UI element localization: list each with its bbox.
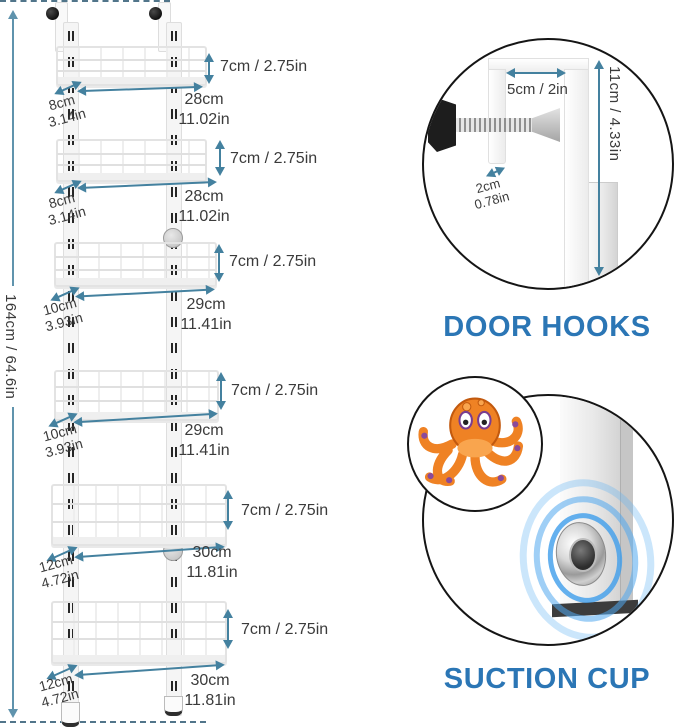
hook-width-label: 5cm / 2in xyxy=(507,81,568,98)
door-hooks-detail-circle: 5cm / 2in 2cm 0.78in 11cm / 4.33in xyxy=(422,38,674,290)
basket-5-height-label: 7cm / 2.75in xyxy=(241,502,329,519)
basket-5-width-label: 30cm 11.81in xyxy=(186,544,238,581)
basket-3-height-arrow xyxy=(214,244,224,282)
basket-6 xyxy=(51,601,227,664)
basket-6-height-label: 7cm / 2.75in xyxy=(241,621,329,638)
basket-5-height-arrow xyxy=(223,490,233,530)
basket-2 xyxy=(56,139,207,182)
door-hooks-title: DOOR HOOKS xyxy=(443,311,651,343)
total-height-label: 164cm / 64.6in xyxy=(1,286,20,408)
suction-cup-title: SUCTION CUP xyxy=(443,663,651,695)
top-reference-dashed-line xyxy=(0,0,170,2)
suction-cup-center xyxy=(569,538,597,572)
basket-4-height-arrow xyxy=(216,372,226,410)
door-edge-strip xyxy=(620,396,633,608)
screw-knob-icon xyxy=(428,98,456,152)
basket-2-width-label: 28cm 11.02in xyxy=(178,188,230,225)
octopus-icon xyxy=(418,397,524,487)
hook-knob-icon-right xyxy=(149,7,162,20)
octopus-callout-circle xyxy=(407,376,543,512)
basket-1 xyxy=(56,46,207,86)
basket-6-height-arrow xyxy=(223,609,233,649)
screw-tip-icon xyxy=(532,108,560,142)
basket-1-depth-label: 8cm 3.14in xyxy=(46,91,88,130)
hook-thickness-label: 2cm 0.78in xyxy=(472,175,511,212)
basket-4-height-label: 7cm / 2.75in xyxy=(231,382,319,399)
basket-2-depth-label: 8cm 3.14in xyxy=(46,189,88,228)
basket-3-height-label: 7cm / 2.75in xyxy=(229,253,317,270)
basket-4 xyxy=(54,370,219,421)
basket-6-width-label: 30cm 11.81in xyxy=(184,672,236,709)
basket-3 xyxy=(54,242,217,287)
basket-2-height-label: 7cm / 2.75in xyxy=(230,150,318,167)
hook-inner-leg xyxy=(488,69,506,164)
hook-outer-leg xyxy=(564,69,589,288)
bottom-reference-dashed-line xyxy=(0,721,206,723)
basket-5 xyxy=(51,484,227,546)
basket-1-height-arrow xyxy=(204,53,214,84)
hook-height-label: 11cm / 4.33in xyxy=(606,66,623,162)
basket-2-height-arrow xyxy=(215,140,225,176)
hook-knob-icon-left xyxy=(46,7,59,20)
hook-width-arrow xyxy=(506,68,566,78)
rack-foot-left xyxy=(61,702,80,727)
basket-4-width-label: 29cm 11.41in xyxy=(178,422,230,459)
basket-3-width-label: 29cm 11.41in xyxy=(180,296,232,333)
basket-1-width-label: 28cm 11.02in xyxy=(178,91,230,128)
screw-thread-icon xyxy=(454,118,540,132)
basket-1-height-label: 7cm / 2.75in xyxy=(220,58,308,75)
rack-foot-right xyxy=(164,696,183,716)
hook-height-arrow xyxy=(594,60,604,276)
